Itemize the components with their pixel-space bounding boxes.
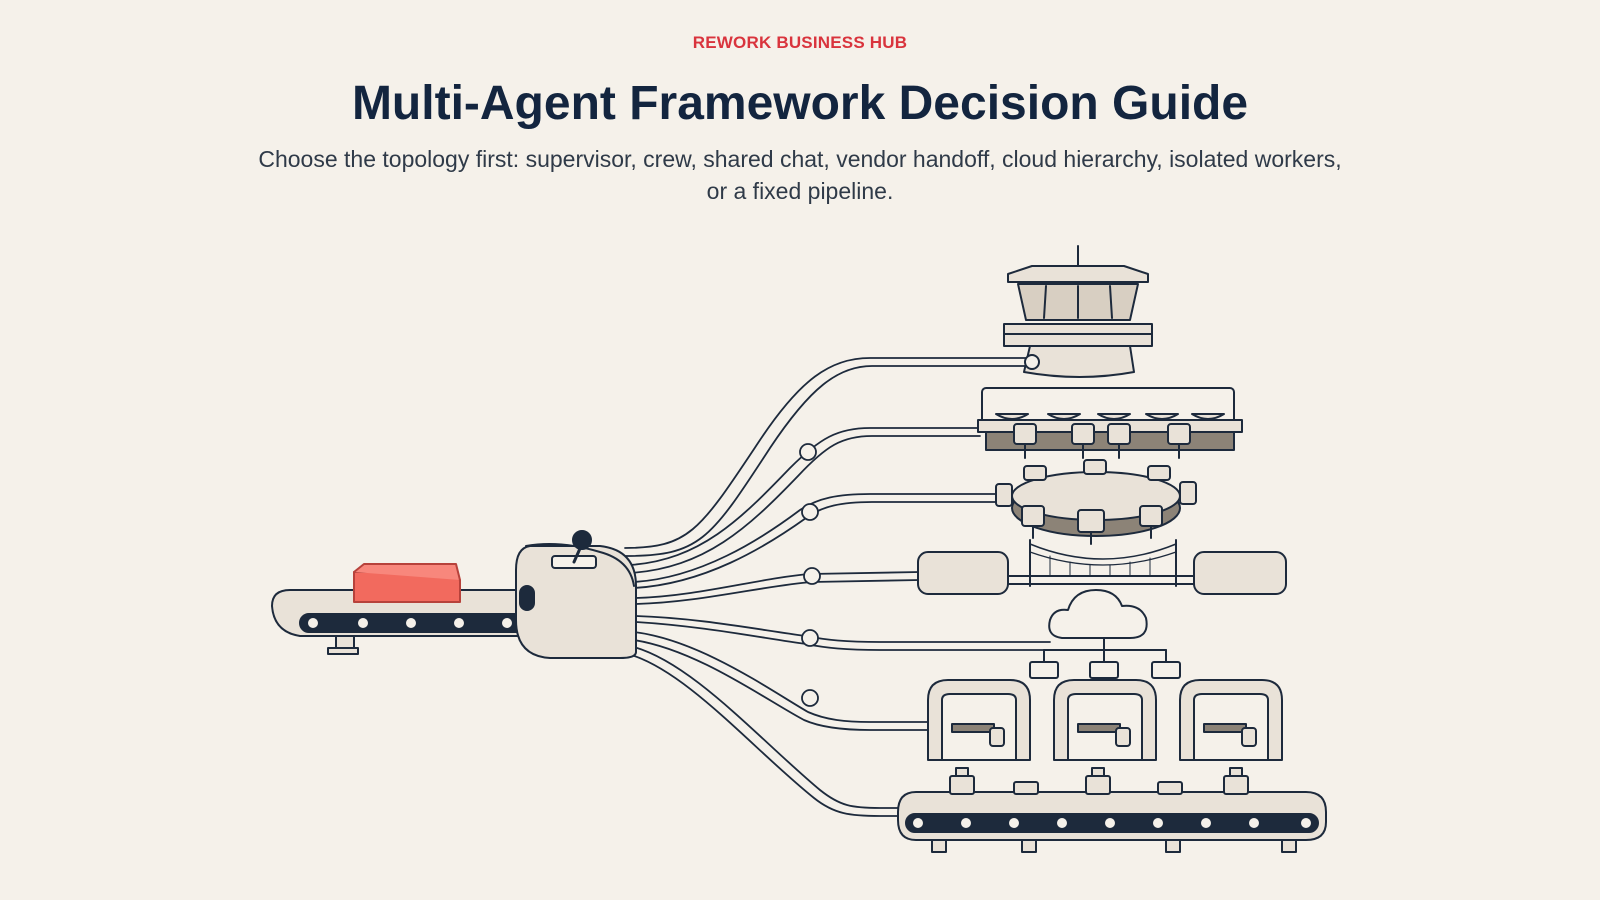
worker-booth-icon bbox=[927, 679, 1031, 761]
worker-booths-icon bbox=[927, 679, 1283, 761]
router-hub-icon bbox=[515, 530, 637, 659]
brand-eyebrow: REWORK BUSINESS HUB bbox=[692, 33, 908, 52]
input-conveyor-icon bbox=[271, 589, 557, 655]
bridge-icon bbox=[917, 539, 1287, 595]
page-title: Multi-Agent Framework Decision Guide bbox=[351, 77, 1249, 130]
control-tower-icon bbox=[1003, 245, 1153, 378]
cloud-hierarchy-icon bbox=[1029, 589, 1181, 679]
worker-booth-icon bbox=[1179, 679, 1283, 761]
worker-booth-icon bbox=[1053, 679, 1157, 761]
page-subtitle: Choose the topology first: supervisor, c… bbox=[258, 146, 1342, 204]
routing-pipes bbox=[624, 357, 1051, 817]
crew-workbench-icon bbox=[977, 387, 1243, 459]
round-table-icon bbox=[995, 459, 1197, 545]
task-package-icon bbox=[353, 563, 461, 603]
assembly-line-icon bbox=[897, 767, 1327, 853]
